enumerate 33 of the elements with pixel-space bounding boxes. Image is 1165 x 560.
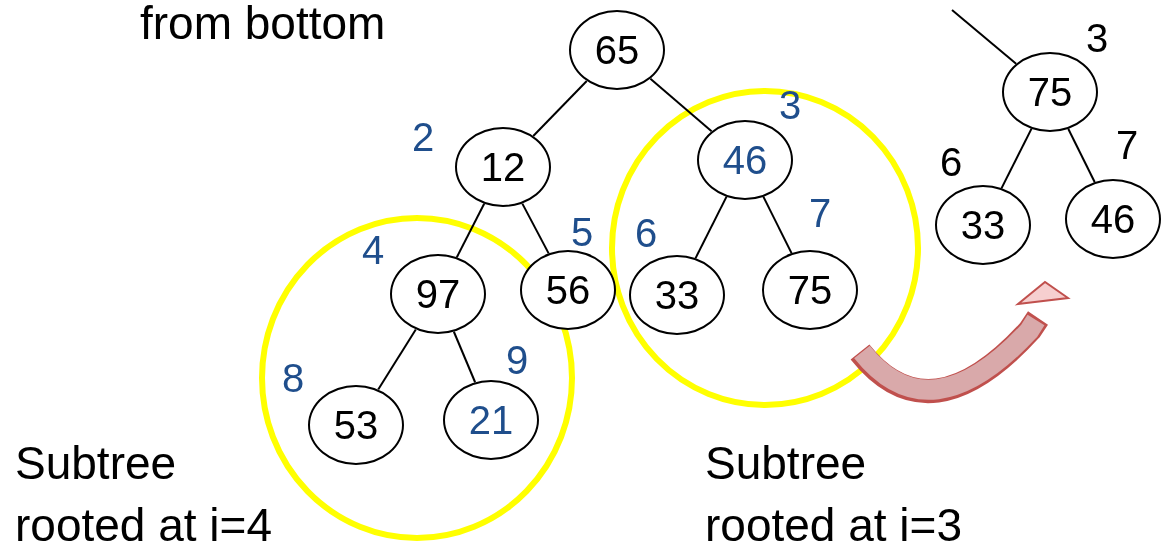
node-value: 12 bbox=[480, 147, 526, 187]
node-value: 21 bbox=[468, 400, 514, 440]
index-number: 4 bbox=[361, 230, 385, 270]
index-number: 5 bbox=[570, 212, 594, 252]
node-value: 75 bbox=[787, 270, 833, 310]
index-number: 7 bbox=[808, 193, 832, 233]
tree-edge bbox=[532, 80, 588, 137]
node-value: 46 bbox=[722, 140, 768, 180]
index-number: 6 bbox=[634, 213, 658, 253]
tree-edge bbox=[521, 202, 550, 255]
index-number: 6 bbox=[939, 142, 963, 182]
node-value: 56 bbox=[545, 270, 591, 310]
tree-edge bbox=[377, 328, 417, 391]
tree-edge bbox=[951, 9, 1018, 65]
index-number: 2 bbox=[411, 117, 435, 157]
node-value: 75 bbox=[1027, 72, 1073, 112]
index-number: 9 bbox=[505, 340, 529, 380]
caption-text: Subtree rooted at i=3 bbox=[705, 436, 964, 553]
index-number: 3 bbox=[778, 85, 802, 125]
tree-edge bbox=[649, 77, 713, 133]
tree-node bbox=[520, 250, 616, 330]
node-value: 46 bbox=[1090, 199, 1136, 239]
tree-edge bbox=[452, 330, 477, 384]
index-number: 8 bbox=[281, 358, 305, 398]
index-number: 3 bbox=[1085, 18, 1109, 58]
node-value: 53 bbox=[333, 405, 379, 445]
node-value: 65 bbox=[594, 30, 640, 70]
node-value: 33 bbox=[960, 205, 1006, 245]
heading-text: from bottom bbox=[140, 0, 387, 51]
node-value: 97 bbox=[415, 274, 461, 314]
caption-text: Subtree rooted at i=4 bbox=[15, 436, 274, 553]
index-number: 7 bbox=[1115, 125, 1139, 165]
node-value: 33 bbox=[654, 275, 700, 315]
